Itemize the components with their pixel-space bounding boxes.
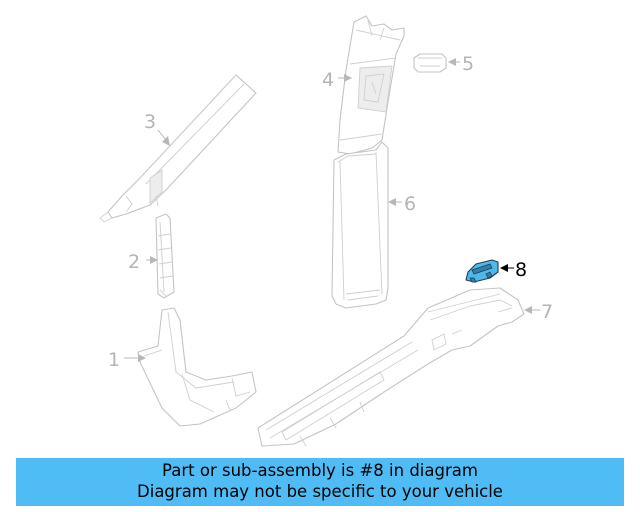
info-banner: Part or sub-assembly is #8 in diagram Di… (16, 458, 624, 506)
callout-1: 1 (108, 349, 120, 371)
part-2-pillar-bracket[interactable] (155, 213, 175, 299)
callout-2: 2 (128, 251, 140, 273)
part-6-b-pillar-lower[interactable] (331, 141, 389, 309)
part-5-clip[interactable] (413, 53, 447, 73)
banner-line-2: Diagram may not be specific to your vehi… (137, 482, 503, 501)
part-4-b-pillar-upper[interactable] (337, 15, 405, 155)
part-3-a-pillar-trim[interactable] (99, 74, 257, 223)
banner-line-1: Part or sub-assembly is #8 in diagram (162, 461, 478, 480)
callout-4: 4 (322, 69, 334, 91)
callout-6: 6 (404, 193, 416, 215)
part-1-kick-panel[interactable] (137, 307, 257, 427)
part-7-sill-plate[interactable] (257, 287, 525, 447)
callout-7: 7 (541, 301, 553, 323)
part-8-retainer-clip[interactable] (465, 259, 499, 283)
callout-5: 5 (462, 53, 474, 75)
callout-8-highlighted: 8 (515, 259, 527, 281)
callout-3: 3 (144, 111, 156, 133)
callout-leaders (124, 58, 540, 362)
